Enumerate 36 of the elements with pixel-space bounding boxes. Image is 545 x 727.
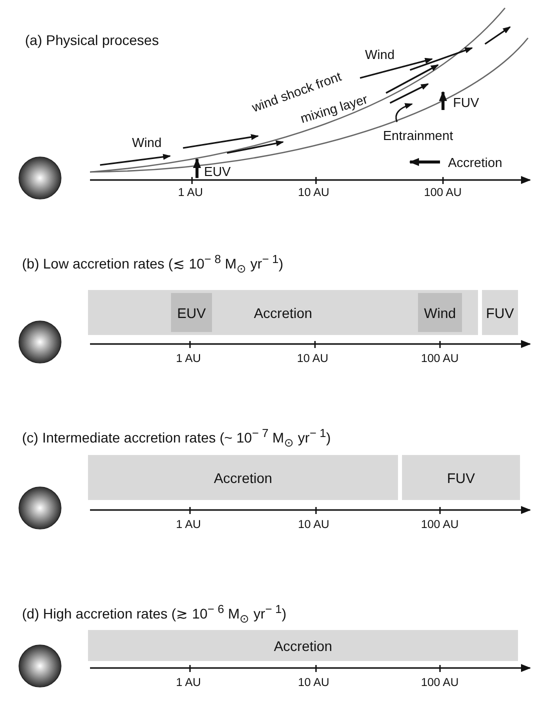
panel-title: (a) Physical proceses — [25, 33, 159, 48]
tick-label: 1 AU — [176, 676, 201, 691]
process-band — [88, 630, 518, 661]
process-band — [88, 290, 478, 335]
tick-label: 10 AU — [297, 352, 328, 367]
tick-label: 10 AU — [298, 518, 330, 533]
process-label: Accretion — [448, 155, 502, 170]
process-label: Wind — [132, 135, 162, 150]
panel-title: (c) Intermediate accretion rates (~ 10$^{− 7}$ M$_{⊙}$ yr$^{− 1}$) — [22, 426, 331, 450]
tick-label: 1 AU — [178, 186, 203, 201]
band-label: Accretion — [214, 470, 272, 486]
process-band — [402, 455, 520, 500]
process-label: Entrainment — [383, 128, 454, 143]
tick-label: 100 AU — [421, 518, 459, 533]
band-label: Accretion — [274, 638, 332, 654]
band-label: FUV — [447, 470, 475, 486]
process-band — [88, 455, 398, 500]
band-label: Accretion — [254, 304, 312, 320]
process-subband — [171, 293, 212, 332]
process-label: FUV — [453, 95, 479, 110]
tick-label: 100 AU — [424, 186, 462, 201]
tick-label: 100 AU — [421, 676, 459, 691]
band-label: FUV — [486, 304, 514, 320]
band-label: Wind — [424, 304, 456, 320]
tick-label: 10 AU — [298, 676, 330, 691]
process-subband — [418, 293, 462, 332]
panel-title: (d) High accretion rates (≳ 10$^{− 6}$ M$_{⊙}$ yr$^{− 1}$) — [22, 602, 286, 626]
process-label: Wind — [365, 47, 395, 62]
tick-label: 100 AU — [421, 352, 459, 367]
tick-label: 1 AU — [176, 518, 201, 533]
tick-label: 10 AU — [298, 186, 330, 201]
panel-title: (b) Low accretion rates (≲ 10$^{− 8}$ M$_{⊙}$ yr$^{− 1}$) — [22, 252, 284, 276]
process-band — [482, 290, 518, 335]
band-label: EUV — [177, 304, 206, 320]
process-label: EUV — [204, 164, 231, 179]
tick-label: 1 AU — [176, 352, 201, 367]
